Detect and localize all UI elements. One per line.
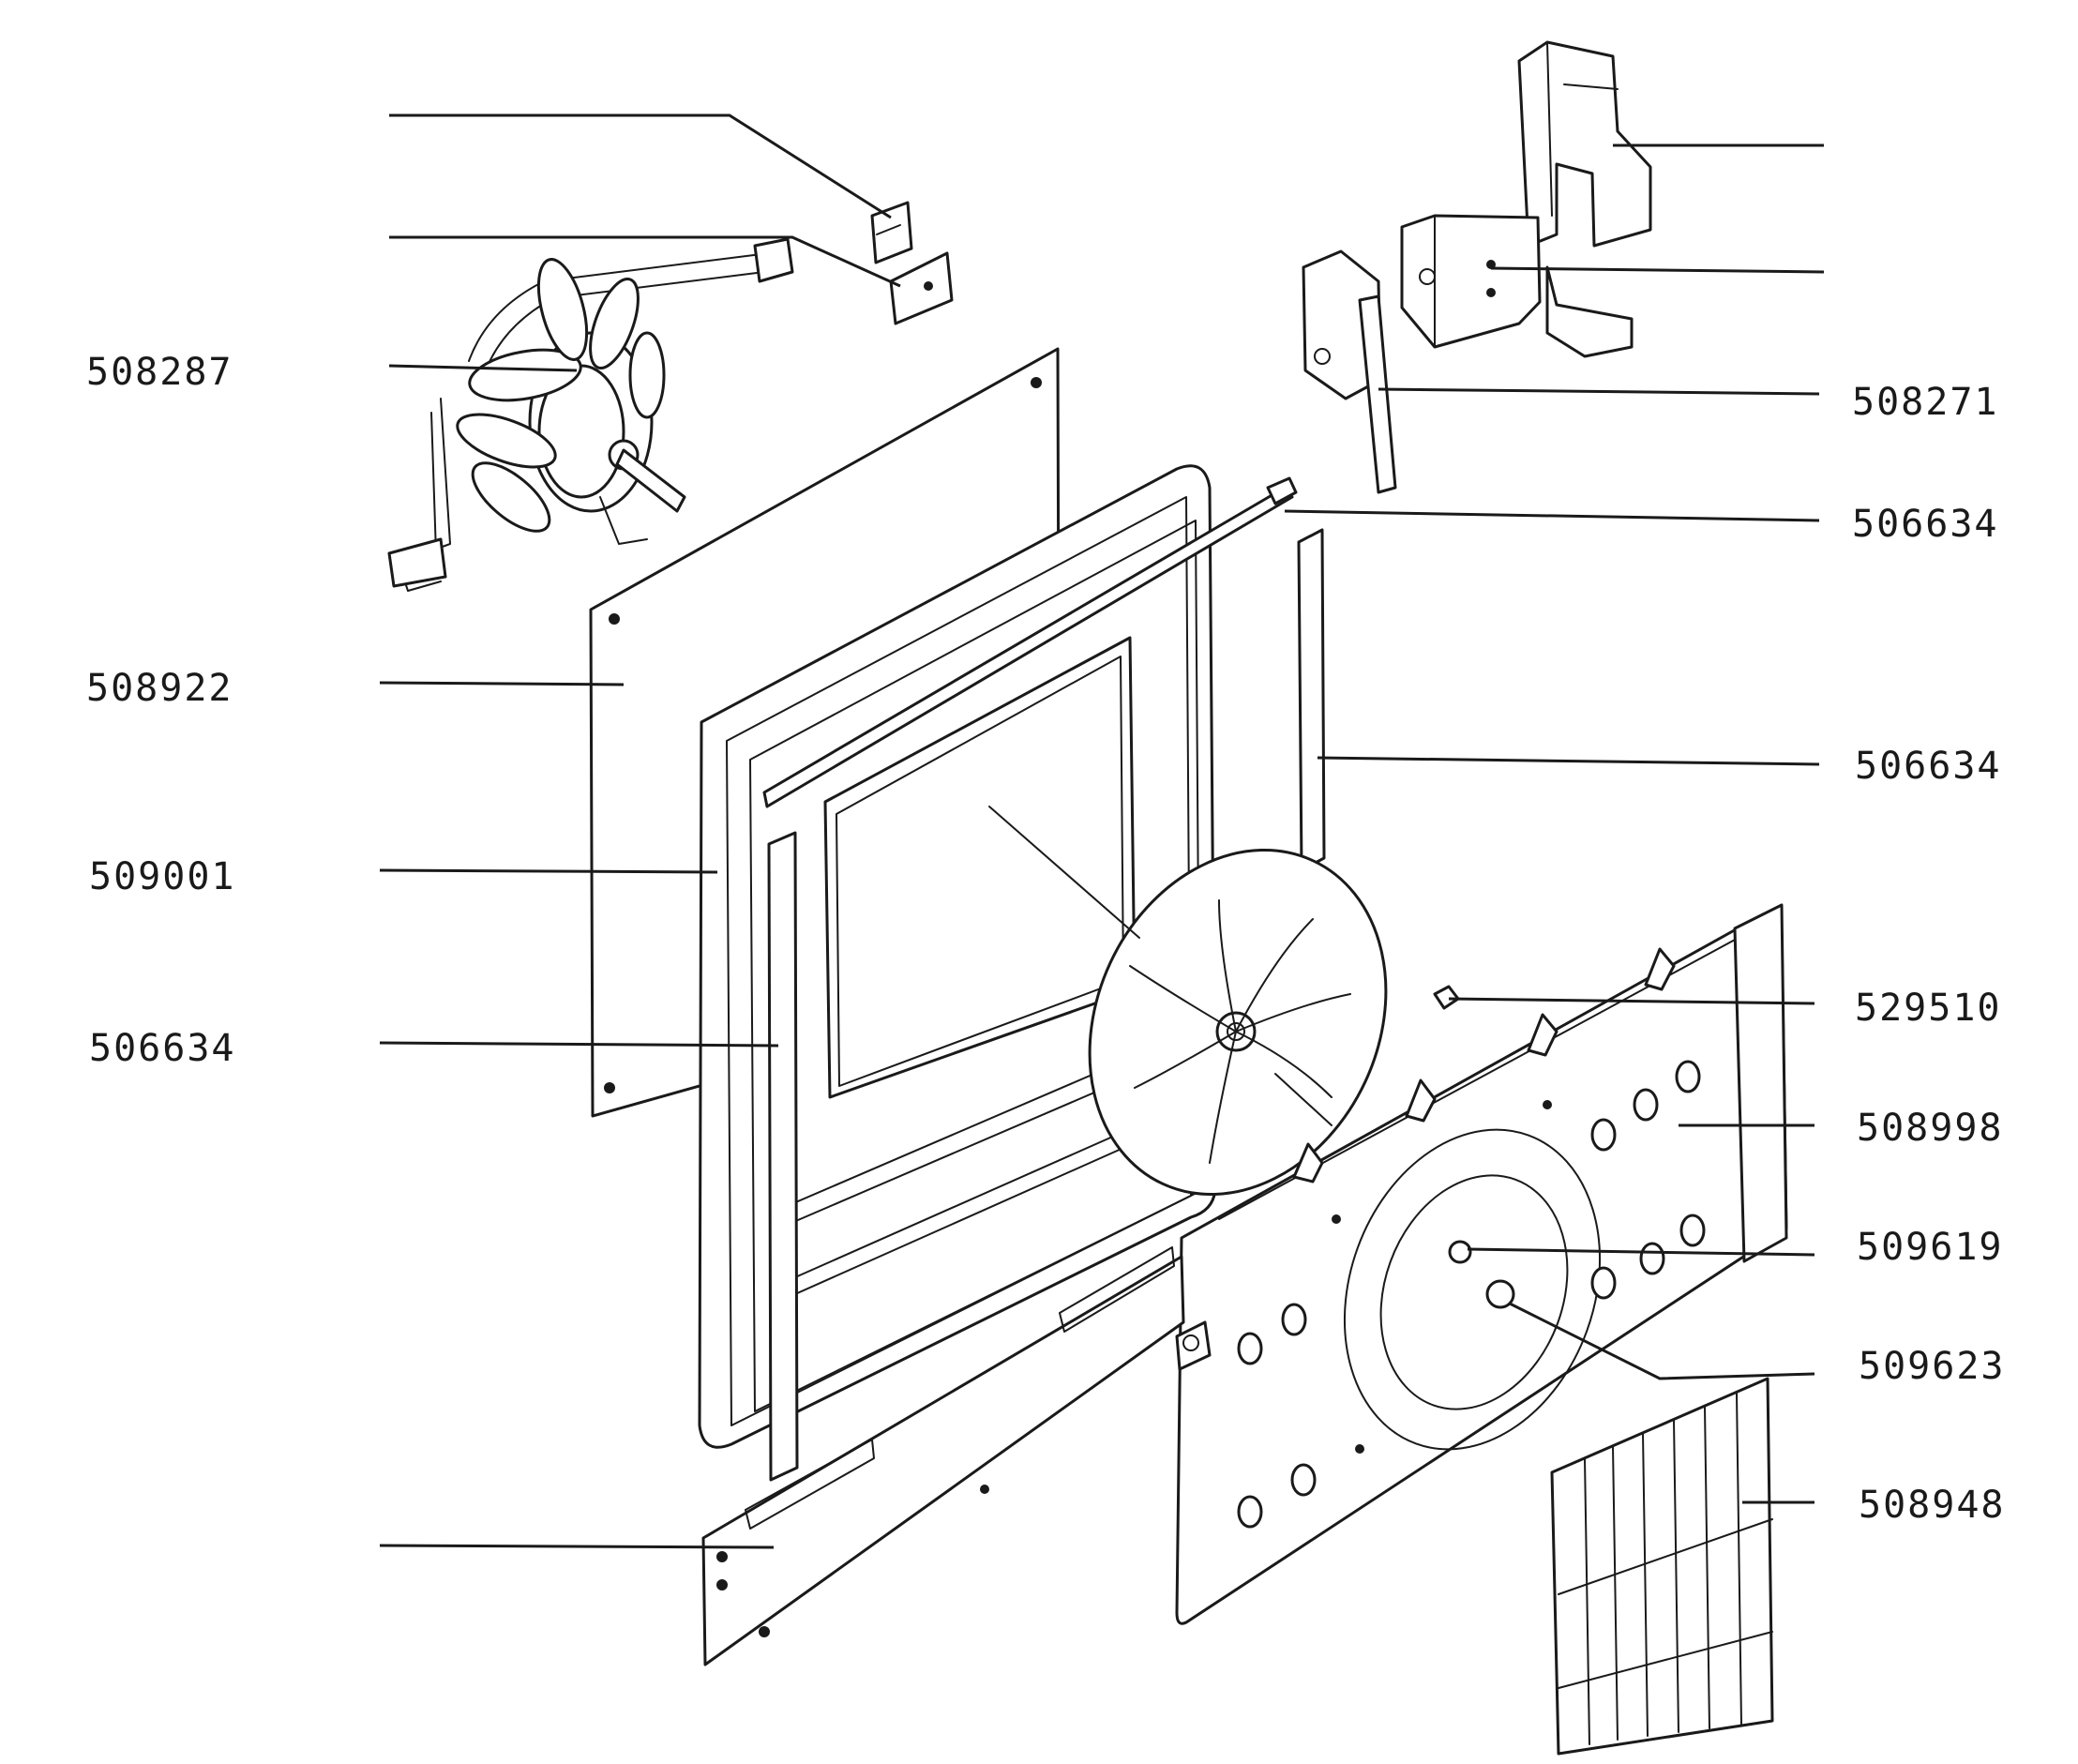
label-washer: 509623 [1859,1345,2006,1388]
seal-left-part [767,831,799,1482]
door-switch-part [1302,249,1397,494]
label-nut: 509619 [1857,1226,2004,1269]
label-back-plate: 508998 [1857,1107,2004,1150]
clip-part [1433,985,1460,1010]
seal-top-part [1266,476,1298,505]
bottom-strip-part [701,1246,1185,1666]
label-switch: 508271 [1852,381,1999,424]
label-seal-top: 506634 [1852,503,1999,546]
leader-lines [379,113,1825,1549]
small-bracket-part [870,201,954,325]
label-rear-panel: 508922 [86,667,233,710]
label-grill: 508948 [1859,1484,2006,1527]
label-seal-right: 506634 [1855,745,2002,788]
seal-right-part [1297,528,1326,872]
label-seal-left: 506634 [89,1027,236,1070]
mounting-bracket-part [1400,214,1542,349]
label-clip: 529510 [1855,987,2002,1030]
label-door-frame: 509001 [89,855,236,898]
label-fan-motor: 508287 [86,351,233,394]
grill-part [1550,1377,1774,1756]
back-plate-part [1175,903,1788,1625]
fan-impeller-part [988,806,1388,1196]
switch-bracket-part [1517,40,1652,358]
fan-motor-part [387,237,794,592]
